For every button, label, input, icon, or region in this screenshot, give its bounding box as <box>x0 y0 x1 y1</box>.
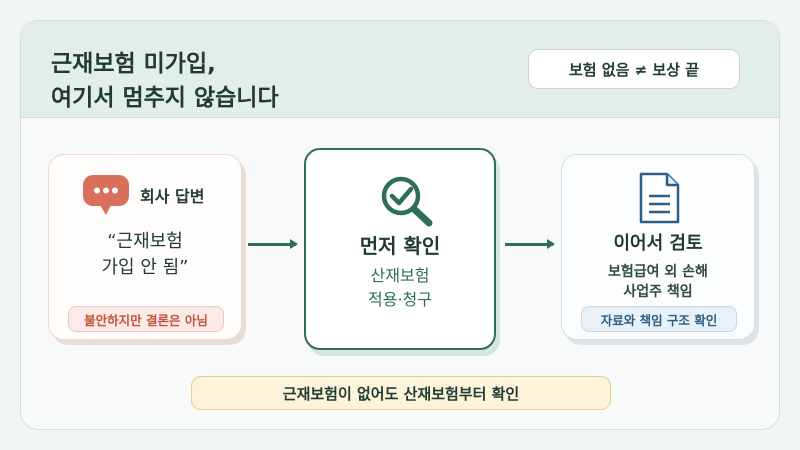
card-description: 보험급여 외 손해 사업주 책임 <box>562 262 754 302</box>
title-line-2: 여기서 멈추지 않습니다 <box>51 85 279 111</box>
step-card-company-answer: 회사 답변 “근재보험 가입 안 됨” 불안하지만 결론은 아님 <box>48 154 242 340</box>
header-band: 근재보험 미가입, 여기서 멈추지 않습니다 보험 없음 ≠ 보상 끝 <box>21 21 779 118</box>
company-quote: “근재보험 가입 안 됨” <box>49 229 241 281</box>
diagram-panel: 근재보험 미가입, 여기서 멈추지 않습니다 보험 없음 ≠ 보상 끝 회사 답… <box>20 20 780 430</box>
card-title: 회사 답변 <box>140 187 205 206</box>
quote-line-1: “근재보험 <box>107 231 183 252</box>
page-title: 근재보험 미가입, 여기서 멈추지 않습니다 <box>51 47 279 115</box>
bottom-note: 근재보험이 없어도 산재보험부터 확인 <box>191 376 611 410</box>
document-icon <box>638 172 680 228</box>
summary-badge: 보험 없음 ≠ 보상 끝 <box>528 49 740 89</box>
speech-bubble-icon <box>82 174 130 216</box>
card-title: 이어서 검토 <box>613 233 703 254</box>
card-header: 회사 답변 <box>82 174 204 216</box>
description-line-1: 보험급여 외 손해 <box>608 264 708 280</box>
arrow-right-icon <box>248 239 298 249</box>
quote-line-2: 가입 안 됨” <box>101 257 189 278</box>
info-tag: 자료와 책임 구조 확인 <box>581 306 737 332</box>
description-line-1: 산재보험 <box>370 266 430 285</box>
description-line-2: 사업주 책임 <box>623 284 693 300</box>
magnifier-check-icon <box>379 175 435 231</box>
step-card-check-first: 먼저 확인 산재보험 적용·청구 <box>304 148 496 350</box>
description-line-2: 적용·청구 <box>368 290 432 309</box>
card-title: 먼저 확인 <box>359 234 441 258</box>
step-card-further-review: 이어서 검토 보험급여 외 손해 사업주 책임 자료와 책임 구조 확인 <box>561 154 755 340</box>
arrow-right-icon <box>505 239 555 249</box>
warning-tag: 불안하지만 결론은 아님 <box>68 306 224 332</box>
card-description: 산재보험 적용·청구 <box>306 264 494 312</box>
title-line-1: 근재보험 미가입, <box>51 51 216 77</box>
